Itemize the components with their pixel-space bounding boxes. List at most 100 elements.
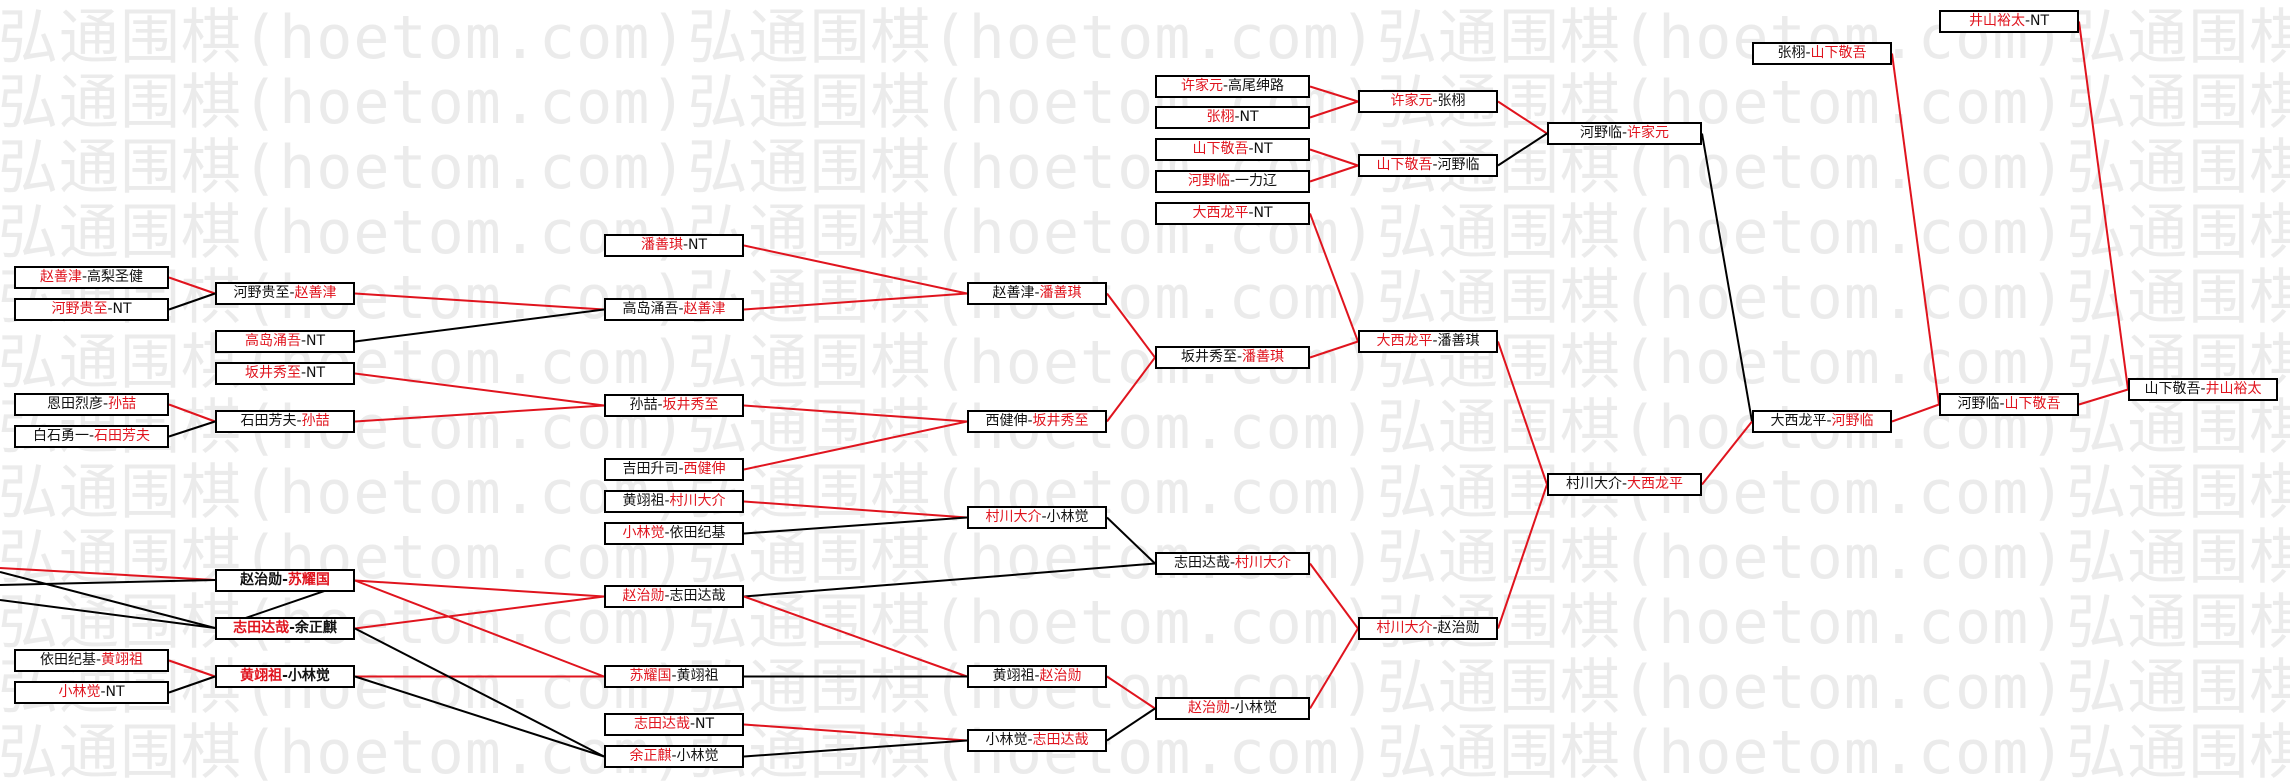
winner-name: 村川大介: [669, 493, 726, 509]
bracket-connector: [1309, 340, 1359, 359]
player-name: 吉田升司-: [622, 461, 684, 477]
winner-name: 许家元: [1390, 93, 1433, 109]
match-node: 山下敬吾-河野临: [1358, 154, 1498, 177]
bracket-connector: [0, 579, 216, 586]
player-name: -NT: [689, 716, 715, 732]
bracket-connector: [743, 516, 968, 535]
player-name: 孙喆-: [629, 397, 663, 413]
bracket-connector: [168, 659, 216, 678]
bracket-connector: [1309, 100, 1359, 119]
winner-name: 大西龙平: [1376, 333, 1433, 349]
winner-name: 志田达哉: [233, 620, 290, 636]
bracket-connector: [1309, 627, 1359, 710]
player-name: -小林觉: [671, 748, 719, 764]
bracket-connector: [1891, 403, 1940, 423]
match-node: 山下敬吾-井山裕太: [2128, 378, 2278, 401]
bracket-connector: [1309, 85, 1359, 103]
player-name: -小林觉: [1041, 509, 1089, 525]
match-node: 高岛涌吾-赵善津: [604, 298, 744, 321]
bracket-connector: [1309, 164, 1359, 183]
match-node: 许家元-张栩: [1358, 90, 1498, 113]
winner-name: 赵善津: [683, 301, 726, 317]
winner-name: 赵治勋: [1039, 668, 1082, 684]
match-node: 河野临-一力辽: [1155, 170, 1310, 193]
match-node: 河野贵至-赵善津: [215, 282, 355, 305]
bracket-connector: [1309, 148, 1359, 167]
bracket-connector: [354, 292, 605, 311]
bracket-connector: [0, 567, 216, 581]
match-node: 黄翊祖-小林觉: [215, 665, 355, 688]
match-node: 志田达哉-村川大介: [1155, 552, 1310, 575]
winner-name: 张栩: [1206, 109, 1235, 125]
player-name: -NT: [682, 237, 708, 253]
winner-name: 潘善琪: [1242, 349, 1285, 365]
player-name: 村川大介-: [1565, 476, 1628, 492]
winner-name: 黄翊祖: [240, 668, 283, 684]
winner-name: 苏耀国: [287, 572, 330, 588]
bracket-connector: [743, 739, 968, 758]
match-node: 赵治勋-志田达哉: [604, 585, 744, 608]
bracket-connector: [2078, 388, 2129, 406]
match-node: 坂井秀至-潘善琪: [1155, 346, 1310, 369]
player-name: 黄翊祖-: [992, 668, 1040, 684]
winner-name: 坂井秀至: [1032, 413, 1089, 429]
player-name: -NT: [1248, 205, 1273, 221]
winner-name: 井山裕太: [1968, 13, 2025, 29]
match-node: 高岛涌吾-NT: [215, 330, 355, 353]
match-node: 黄翊祖-赵治勋: [967, 665, 1107, 688]
match-node: 村川大介-赵治勋: [1358, 617, 1498, 640]
match-node: 山下敬吾-NT: [1155, 138, 1310, 161]
match-node: 西健伸-坂井秀至: [967, 410, 1107, 433]
player-name: -小林觉: [282, 668, 330, 684]
winner-name: 苏耀国: [629, 668, 672, 684]
winner-name: 山下敬吾: [2004, 396, 2061, 412]
player-name: 志田达哉-: [1173, 555, 1236, 571]
player-name: 石田芳夫-: [240, 413, 302, 429]
bracket-connector: [1701, 420, 1753, 486]
player-name: 依田纪基-: [39, 652, 102, 668]
player-name: -NT: [1248, 141, 1273, 157]
winner-name: 村川大介: [1376, 620, 1433, 636]
winner-name: 高岛涌吾: [244, 333, 301, 349]
match-node: 小林觉-志田达哉: [967, 729, 1107, 752]
bracket-connector: [1701, 133, 1753, 422]
winner-name: 志田达哉: [1032, 732, 1089, 748]
match-node: 大西龙平-NT: [1155, 202, 1310, 225]
winner-name: 大西龙平: [1192, 205, 1249, 221]
player-name: -赵治勋: [1432, 620, 1480, 636]
winner-name: 孙喆: [301, 413, 330, 429]
match-node: 张栩-NT: [1155, 106, 1310, 129]
bracket-connector: [354, 579, 605, 678]
bracket-connector: [354, 595, 605, 630]
player-name: 大西龙平-: [1770, 413, 1832, 429]
player-name: -NT: [100, 684, 125, 700]
match-node: 赵善津-潘善琪: [967, 282, 1107, 305]
match-node: 恩田烈彦-孙喆: [14, 393, 169, 416]
player-name: -黄翊祖: [671, 668, 719, 684]
bracket-connector: [354, 404, 605, 423]
player-name: -依田纪基: [664, 525, 726, 541]
match-node: 白石勇一-石田芳夫: [14, 425, 169, 448]
winner-name: 孙喆: [108, 396, 137, 412]
player-name: 坂井秀至-: [1180, 349, 1243, 365]
bracket-connector: [354, 308, 605, 343]
player-name: -高梨圣健: [81, 269, 144, 285]
match-node: 大西龙平-潘善琪: [1358, 330, 1498, 353]
player-name: 河野贵至-: [233, 285, 295, 301]
winner-name: 山下敬吾: [1810, 45, 1867, 61]
bracket-connector: [0, 571, 216, 629]
match-node: 黄翊祖-村川大介: [604, 490, 744, 513]
bracket-connector: [354, 627, 605, 758]
player-name: 白石勇一-: [32, 428, 95, 444]
player-name: 高岛涌吾-: [622, 301, 684, 317]
player-name: 河野临-: [1957, 396, 2005, 412]
player-name: 西健伸-: [985, 413, 1033, 429]
bracket-connector: [743, 595, 968, 678]
player-name: 赵善津-: [992, 285, 1040, 301]
bracket-connector: [1106, 292, 1156, 359]
winner-name: 志田达哉: [633, 716, 690, 732]
match-node: 河野贵至-NT: [14, 298, 169, 321]
bracket-connector: [1497, 132, 1548, 167]
bracket-connector: [168, 675, 216, 694]
